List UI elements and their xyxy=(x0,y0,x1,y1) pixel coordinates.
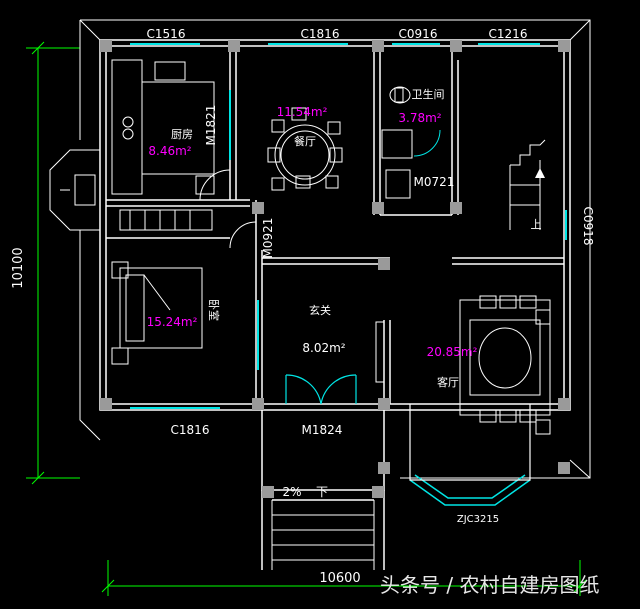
room-name-dining: 餐厅 xyxy=(294,134,316,148)
living-sofa xyxy=(459,295,551,435)
room-area-bedroom: 15.24m² xyxy=(147,315,198,329)
window-glazing xyxy=(130,43,567,409)
overall-height-dimension: 10100 xyxy=(11,247,26,288)
room-area-bathroom: 3.78m² xyxy=(398,111,441,125)
chimney xyxy=(49,149,101,231)
stair-arrow-head xyxy=(535,168,545,178)
room-area-living: 20.85m² xyxy=(427,345,478,359)
room-name-foyer: 玄关 xyxy=(309,303,331,317)
entrance-door xyxy=(285,374,357,405)
door-label-entrance: M1824 xyxy=(302,423,343,437)
room-area-dining: 11.54m² xyxy=(277,105,328,119)
stair-up-label: 上 xyxy=(531,218,542,231)
porch-direction-label: 下 xyxy=(316,485,328,499)
bathroom-door-swing xyxy=(413,129,441,157)
room-area-foyer: 8.02m² xyxy=(302,341,345,355)
wardrobe xyxy=(119,209,213,231)
room-area-kitchen: 8.46m² xyxy=(148,144,191,158)
bedroom-door-swing xyxy=(229,221,257,249)
dimension-lines xyxy=(26,41,587,596)
door-label-kitchen: M1821 xyxy=(204,105,218,146)
overall-width-dimension: 10600 xyxy=(319,571,360,586)
room-name-bathroom: 卫生间 xyxy=(412,87,445,101)
kitchen-counter xyxy=(111,59,215,195)
window-label-dining: C1816 xyxy=(301,27,340,41)
window-label-bay: ZJC3215 xyxy=(457,514,499,525)
door-label-bedroom: M0921 xyxy=(261,218,275,259)
bedroom-bed xyxy=(111,261,203,365)
bay-window-wall xyxy=(409,404,531,481)
window-label-kitchen: C1516 xyxy=(147,27,186,41)
porch-steps xyxy=(271,500,375,570)
bathroom-fixtures xyxy=(381,86,413,199)
window-label-stair: C1216 xyxy=(489,27,528,41)
window-label-living-side: C0918 xyxy=(581,207,595,246)
walls xyxy=(99,39,571,411)
room-name-living: 客厅 xyxy=(437,375,459,389)
columns xyxy=(100,40,570,498)
room-name-bedroom: 卧室 xyxy=(207,299,221,321)
window-label-bathroom: C0916 xyxy=(399,27,438,41)
eave-outline xyxy=(79,19,591,479)
kitchen-door-swing xyxy=(199,169,231,201)
room-name-kitchen: 厨房 xyxy=(171,128,193,141)
porch-slope-label: 2% xyxy=(282,485,301,499)
foyer-cabinet xyxy=(375,321,385,383)
porch xyxy=(261,410,385,570)
door-label-bathroom: M0721 xyxy=(414,175,455,189)
watermark-text: 头条号 / 农村自建房图纸 xyxy=(380,573,600,597)
window-label-bedroom: C1816 xyxy=(171,423,210,437)
bay-window xyxy=(409,474,531,506)
watermark: 头条号 / 农村自建房图纸 xyxy=(380,570,635,600)
dining-table xyxy=(267,107,343,191)
